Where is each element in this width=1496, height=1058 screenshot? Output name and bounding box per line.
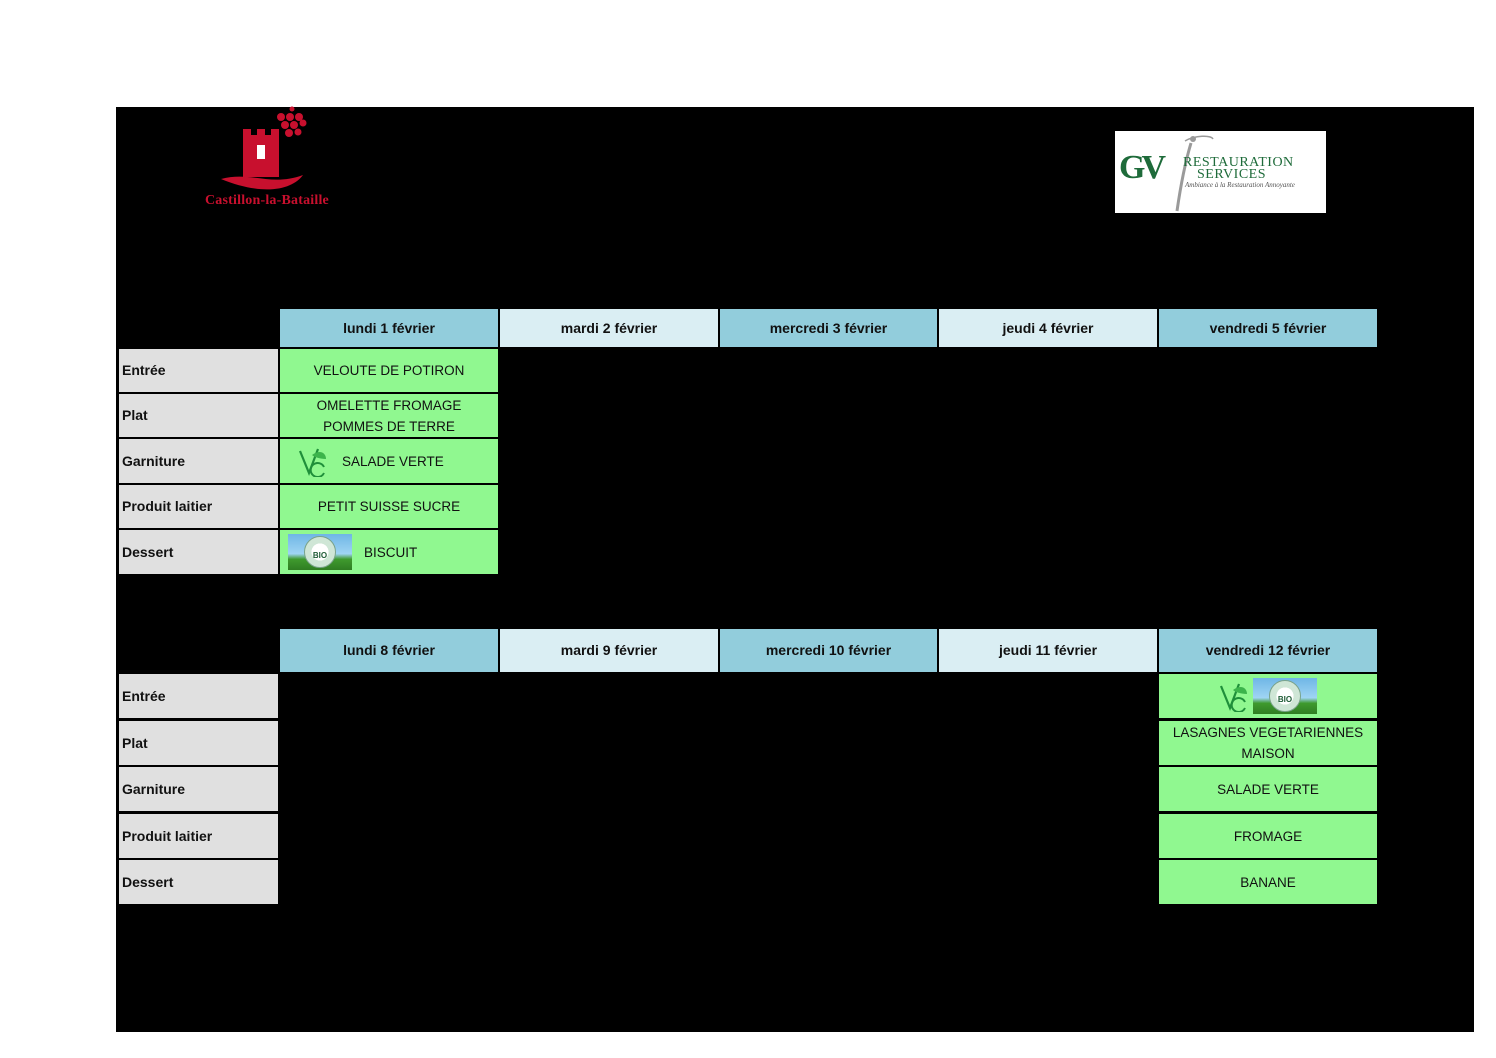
castillon-logo: Castillon-la-Bataille bbox=[181, 105, 353, 209]
castle-grapes-icon bbox=[221, 106, 307, 190]
week2-day-header-4: jeudi 11 février bbox=[939, 629, 1157, 672]
gv-line-services: SERVICES bbox=[1197, 167, 1267, 182]
week2-friday-entree: BIO bbox=[1159, 674, 1377, 718]
week1-row-label-entree: Entrée bbox=[119, 349, 278, 392]
week1-monday-dessert-text: BISCUIT bbox=[364, 544, 418, 560]
week1-day-header-4: jeudi 4 février bbox=[939, 309, 1157, 347]
week2-row-label-entree: Entrée bbox=[119, 674, 278, 718]
week1-day-header-2: mardi 2 février bbox=[500, 309, 718, 347]
week2-friday-garniture: SALADE VERTE bbox=[1159, 767, 1377, 811]
week2-day-header-1: lundi 8 février bbox=[280, 629, 498, 672]
gv-tagline: Ambiance à la Restauration Annoyante bbox=[1185, 181, 1295, 189]
week1-row-label-dessert: Dessert bbox=[119, 530, 278, 574]
castillon-town-name: Castillon-la-Bataille bbox=[205, 193, 329, 208]
vegetarian-leaf-icon bbox=[1219, 680, 1249, 712]
week2-row-label-dessert: Dessert bbox=[119, 860, 278, 904]
week2-day-header-3: mercredi 10 février bbox=[720, 629, 937, 672]
bio-label-icon: BIO bbox=[288, 534, 352, 570]
week1-row-label-produit-laitier: Produit laitier bbox=[119, 485, 278, 528]
week1-monday-plat: OMELETTE FROMAGE POMMES DE TERRE bbox=[280, 394, 498, 437]
week2-row-label-plat: Plat bbox=[119, 721, 278, 765]
week1-monday-produit-laitier: PETIT SUISSE SUCRE bbox=[280, 485, 498, 528]
bio-label-icon: BIO bbox=[1253, 678, 1317, 714]
week1-row-label-plat: Plat bbox=[119, 394, 278, 437]
week2-friday-produit-laitier: FROMAGE bbox=[1159, 814, 1377, 858]
swoosh-figure-icon bbox=[1175, 135, 1214, 212]
week1-row-label-garniture: Garniture bbox=[119, 439, 278, 483]
week2-row-label-garniture: Garniture bbox=[119, 767, 278, 811]
gv-restauration-logo: GV RESTAURATION SERVICES Ambiance à la R… bbox=[1115, 131, 1326, 213]
week2-friday-plat: LASAGNES VEGETARIENNES MAISON bbox=[1159, 721, 1377, 765]
gv-letters: GV bbox=[1119, 149, 1166, 186]
bio-label-text: BIO bbox=[312, 551, 328, 560]
week2-day-header-2: mardi 9 février bbox=[500, 629, 718, 672]
week1-monday-dessert: BIO BISCUIT bbox=[280, 530, 498, 574]
week1-day-header-5: vendredi 5 février bbox=[1159, 309, 1377, 347]
week2-day-header-5: vendredi 12 février bbox=[1159, 629, 1377, 672]
week1-monday-entree: VELOUTE DE POTIRON bbox=[280, 349, 498, 392]
week2-row-label-produit-laitier: Produit laitier bbox=[119, 814, 278, 858]
bio-label-text: BIO bbox=[1277, 695, 1293, 704]
week2-friday-dessert: BANANE bbox=[1159, 860, 1377, 904]
week1-day-header-1: lundi 1 février bbox=[280, 309, 498, 347]
week1-monday-garniture: SALADE VERTE bbox=[280, 439, 498, 483]
week1-monday-garniture-text: SALADE VERTE bbox=[342, 453, 444, 469]
gv-line-restauration: RESTAURATION bbox=[1183, 155, 1294, 170]
week1-day-header-3: mercredi 3 février bbox=[720, 309, 937, 347]
vegetarian-leaf-icon bbox=[298, 445, 328, 477]
